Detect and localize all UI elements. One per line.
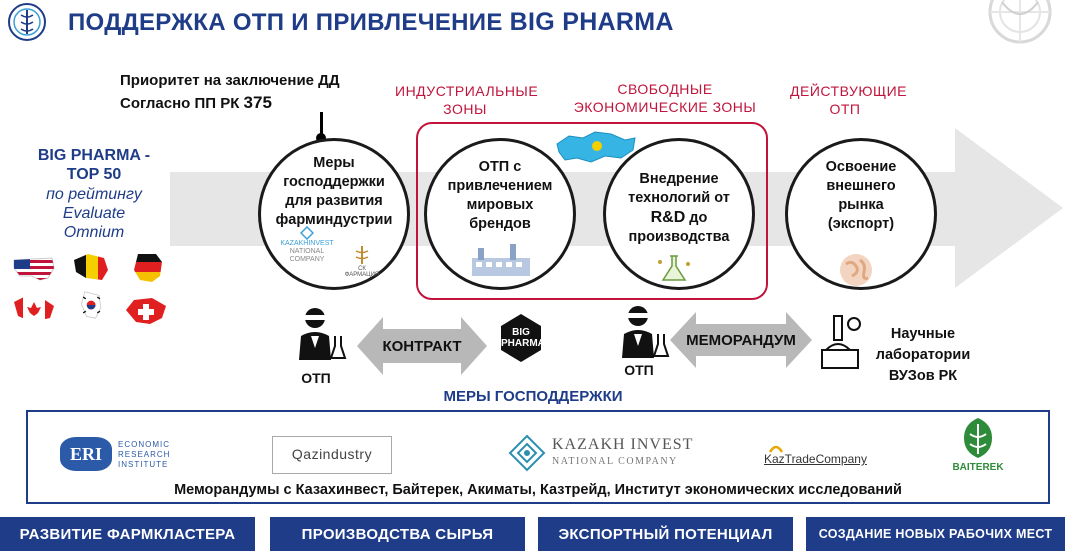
contract-double-arrow	[357, 317, 487, 375]
germany-map-flag-icon	[134, 254, 162, 282]
contract-label: КОНТРАКТ	[382, 338, 462, 355]
usa-map-flag-icon	[13, 257, 55, 281]
partners-panel	[26, 410, 1050, 504]
otp-scientist-mid-icon	[622, 306, 670, 358]
qazindustry-logo: Qazindustry	[272, 436, 392, 474]
otp-scientist-left-icon	[299, 308, 347, 360]
factory-icon	[472, 244, 530, 276]
switzerland-map-flag-icon	[126, 298, 166, 324]
footer-raw-production: ПРОИЗВОДСТВА СЫРЬЯ	[270, 517, 525, 551]
state-support-measures-title: МЕРЫ ГОСПОДДЕРЖКИ	[443, 388, 623, 405]
footer-export-potential: ЭКСПОРТНЫЙ ПОТЕНЦИАЛ	[538, 517, 793, 551]
big-pharma-title: BIG PHARMA - TOP 50	[37, 147, 151, 183]
memorandum-label: МЕМОРАНДУМ	[686, 332, 796, 349]
page-title: ПОДДЕРЖКА ОТП И ПРИВЛЕЧЕНИЕ BIG PHARMA	[68, 8, 674, 36]
zones-highlight-box	[416, 122, 768, 300]
rnd-technology-circle	[603, 138, 755, 290]
kazakh-invest-logo: KAZAKH INVEST NATIONAL COMPANY	[508, 432, 692, 474]
ministry-logo	[2, 2, 52, 42]
lab-microscope-icon	[821, 315, 861, 369]
otp-left-label: ОТП	[301, 370, 331, 386]
south-korea-map-flag-icon	[80, 291, 102, 319]
kaztrade-logo: KazTradeCompany	[764, 444, 884, 468]
kazakhstan-map-icon	[556, 131, 636, 163]
lab-flask-icon	[658, 255, 690, 281]
support-measures-circle	[258, 138, 410, 290]
baiterek-logo: BAITEREK	[946, 416, 1010, 478]
belgium-map-flag-icon	[74, 254, 108, 280]
globe-icon	[840, 254, 872, 286]
priority-note: Приоритет на заключение ДД Согласно ПП Р…	[120, 72, 340, 112]
big-pharma-subtitle: по рейтингу Evaluate Omnium	[46, 186, 142, 241]
canada-map-flag-icon	[14, 296, 54, 322]
otp-mid-label: ОТП	[624, 362, 654, 378]
rnd-technology-text: Внедрение технологий от R&D до производс…	[628, 171, 730, 245]
memorandums-text: Меморандумы с Казахинвест, Байтерек, Аки…	[174, 482, 902, 498]
pin-stem	[320, 112, 323, 136]
footer-new-jobs: СОЗДАНИЕ НОВЫХ РАБОЧИХ МЕСТ	[806, 517, 1065, 551]
footer-pharmcluster: РАЗВИТИЕ ФАРМКЛАСТЕРА	[0, 517, 255, 551]
memorandum-double-arrow	[670, 312, 812, 368]
state-emblem-icon	[960, 0, 1060, 48]
sk-pharmacia-logo: СК ФАРМАЦИЯ	[342, 244, 382, 278]
